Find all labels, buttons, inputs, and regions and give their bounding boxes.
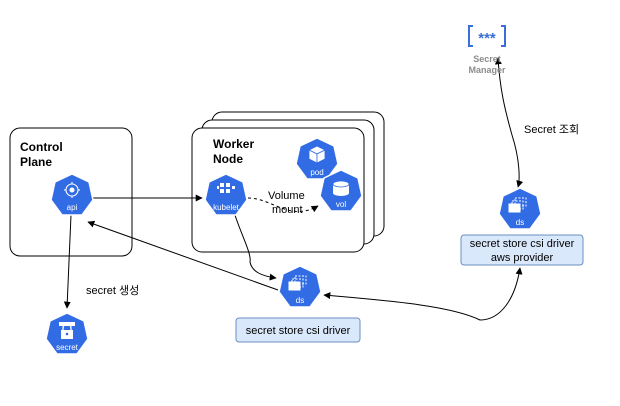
secret-manager-line2: Manager [468,65,506,75]
edge-ds-to-api [87,220,279,291]
secret-label: secret [56,343,79,352]
secret-lookup-label: Secret 조회 [524,123,579,136]
cube-icon [308,145,326,164]
edge-kubelet-to-ds [233,211,277,281]
ds-node-provider[interactable]: ds [498,187,542,230]
secret-node[interactable]: secret [45,312,89,355]
edge-kubelet-to-vol [247,197,319,213]
kubelet-icon [217,183,235,193]
ds-label-provider: ds [516,218,524,227]
ds-label-csi: ds [296,296,304,305]
volume-mount-line1: Volume [268,190,305,202]
api-node[interactable]: api [50,173,94,216]
csi-driver-label: secret store csi driver [246,325,351,337]
kubelet-label: kubelet [213,203,240,212]
edge-ds-to-provider [323,267,523,321]
aws-provider-line2: aws provider [491,252,554,264]
control-plane-title-line2: Plane [20,155,52,169]
secret-manager-node[interactable]: *** Secret Manager [468,25,506,75]
secret-manager-line1: Secret [473,54,501,64]
api-icon [64,182,80,198]
pod-node[interactable]: pod [295,137,339,180]
csi-driver-panel[interactable]: secret store csi driver [235,317,361,343]
volume-mount-line2: mount [272,204,303,216]
vol-label: vol [336,200,346,209]
edge-provider-to-secret-manager [494,57,524,188]
aws-provider-panel[interactable]: secret store csi driver aws provider [460,234,584,266]
disk-icon [332,180,350,196]
secret-manager-icon [468,25,506,47]
secret-create-label: secret 생성 [86,284,139,297]
secret-manager-stars: *** [478,30,496,47]
lock-icon [59,322,75,339]
worker-node-title-line1: Worker [213,137,254,151]
ds-node-csi[interactable]: ds [278,265,322,308]
daemonset-icon [508,197,527,213]
api-label: api [67,203,78,212]
kubelet-node[interactable]: kubelet [204,173,248,216]
control-plane-title-line1: Control [20,140,63,154]
pod-label: pod [310,168,323,177]
vol-node[interactable]: vol [319,169,363,212]
worker-node-title-line2: Node [213,152,243,166]
aws-provider-line1: secret store csi driver [470,238,575,250]
daemonset-icon [288,275,307,291]
edge-api-to-secret [63,214,72,309]
